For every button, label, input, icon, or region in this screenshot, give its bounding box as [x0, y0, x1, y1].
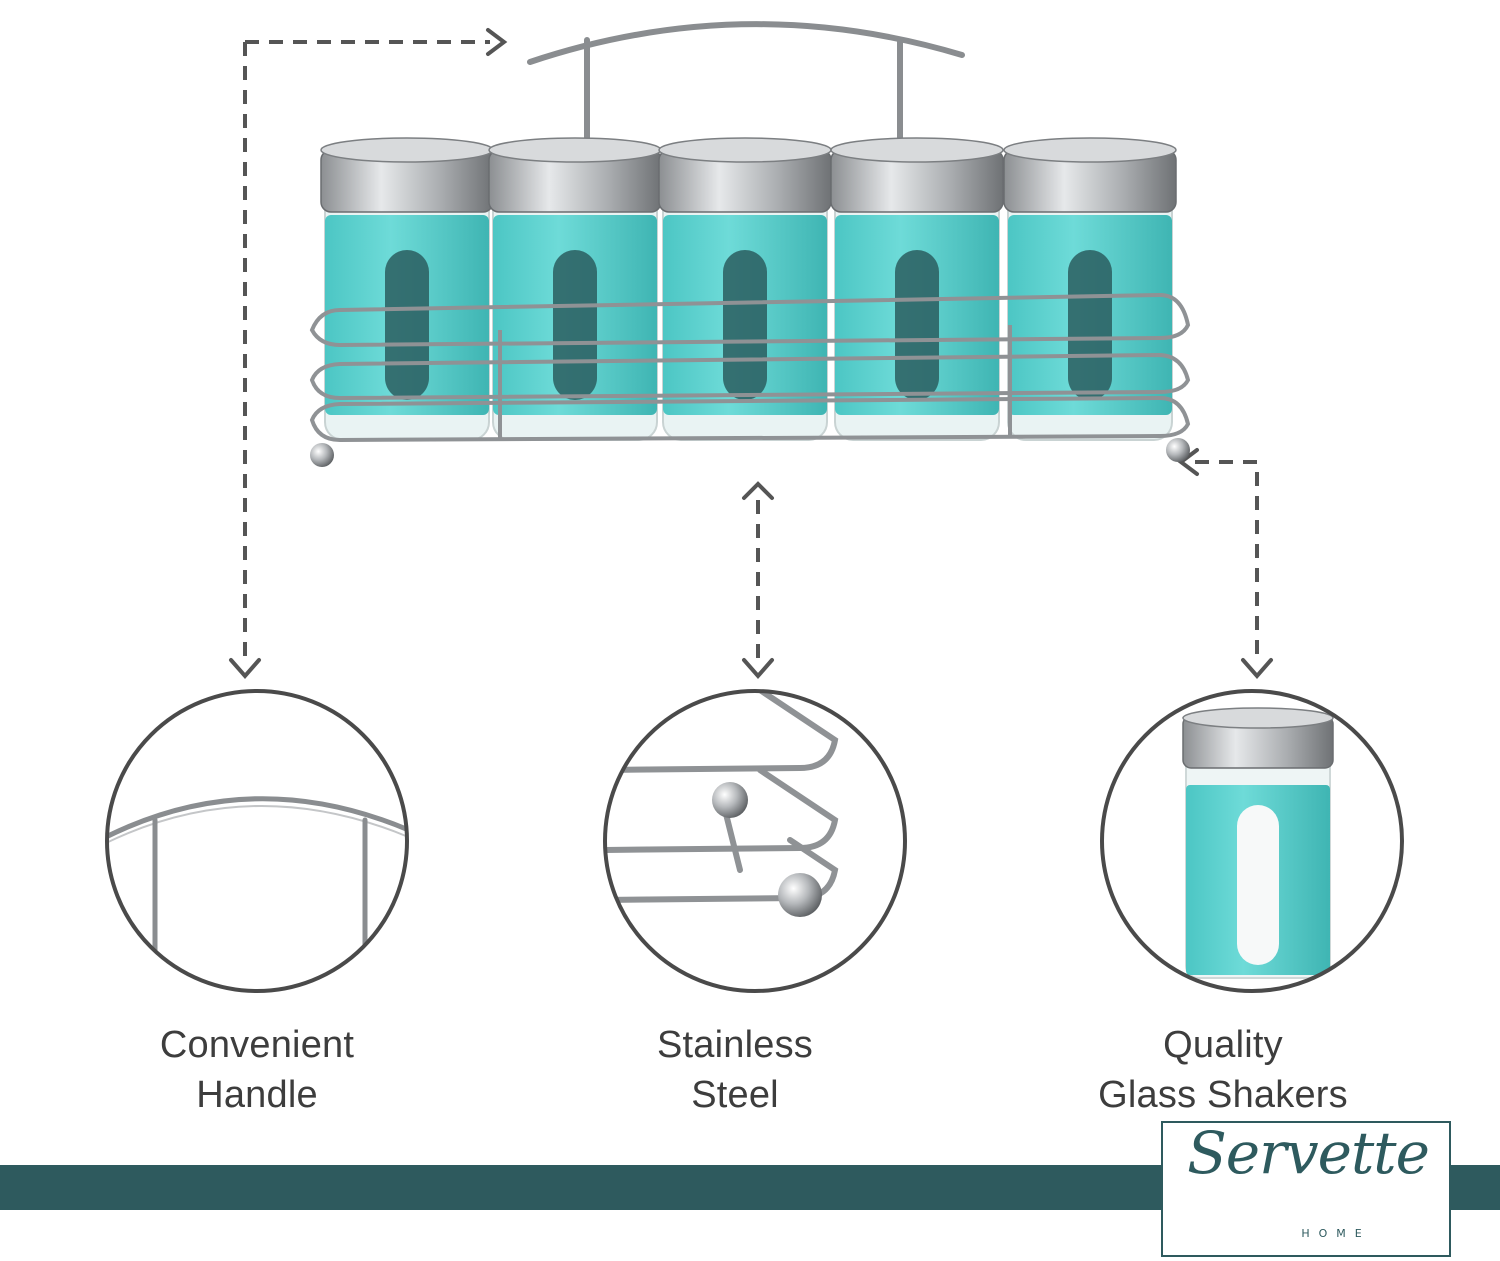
detail-handle-circle: [105, 689, 409, 993]
rack-foot: [310, 443, 334, 467]
rack-handle: [527, 21, 965, 143]
arrowhead-up-icon: [742, 481, 774, 500]
arrowhead-down-icon: [1241, 658, 1273, 680]
dashed-arrows: [243, 40, 1259, 660]
feature-line: Glass Shakers: [1098, 1074, 1348, 1116]
detail-steel-circle: [603, 689, 907, 993]
brand-name: Servette: [1187, 1119, 1430, 1187]
feature-label-steel: Stainless Steel: [555, 1020, 915, 1120]
arrowhead-down-icon: [742, 658, 774, 680]
arrow-handle-path: [243, 40, 490, 660]
arrow-glass-path: [1195, 460, 1259, 660]
arrow-heads: [229, 28, 1273, 680]
spice-rack-product: [309, 21, 1191, 467]
feature-line: Handle: [196, 1074, 318, 1116]
feature-line: Quality: [1163, 1024, 1283, 1066]
detail-glass-circle: [1100, 689, 1404, 993]
brand-subtitle: HOME: [1301, 1227, 1371, 1240]
arrowhead-right-icon: [486, 28, 508, 56]
brand-logo: Servette HOME: [1161, 1119, 1451, 1257]
feature-label-handle: Convenient Handle: [77, 1020, 437, 1120]
arrowhead-down-icon: [229, 658, 261, 680]
feature-line: Convenient: [159, 1024, 355, 1066]
rack-wires: [309, 292, 1191, 443]
feature-line: Steel: [691, 1074, 779, 1116]
rack-foot: [1166, 438, 1190, 462]
feature-line: Stainless: [657, 1024, 813, 1066]
feature-label-glass: Quality Glass Shakers: [1043, 1020, 1403, 1120]
arrowhead-left-icon: [1177, 448, 1199, 476]
